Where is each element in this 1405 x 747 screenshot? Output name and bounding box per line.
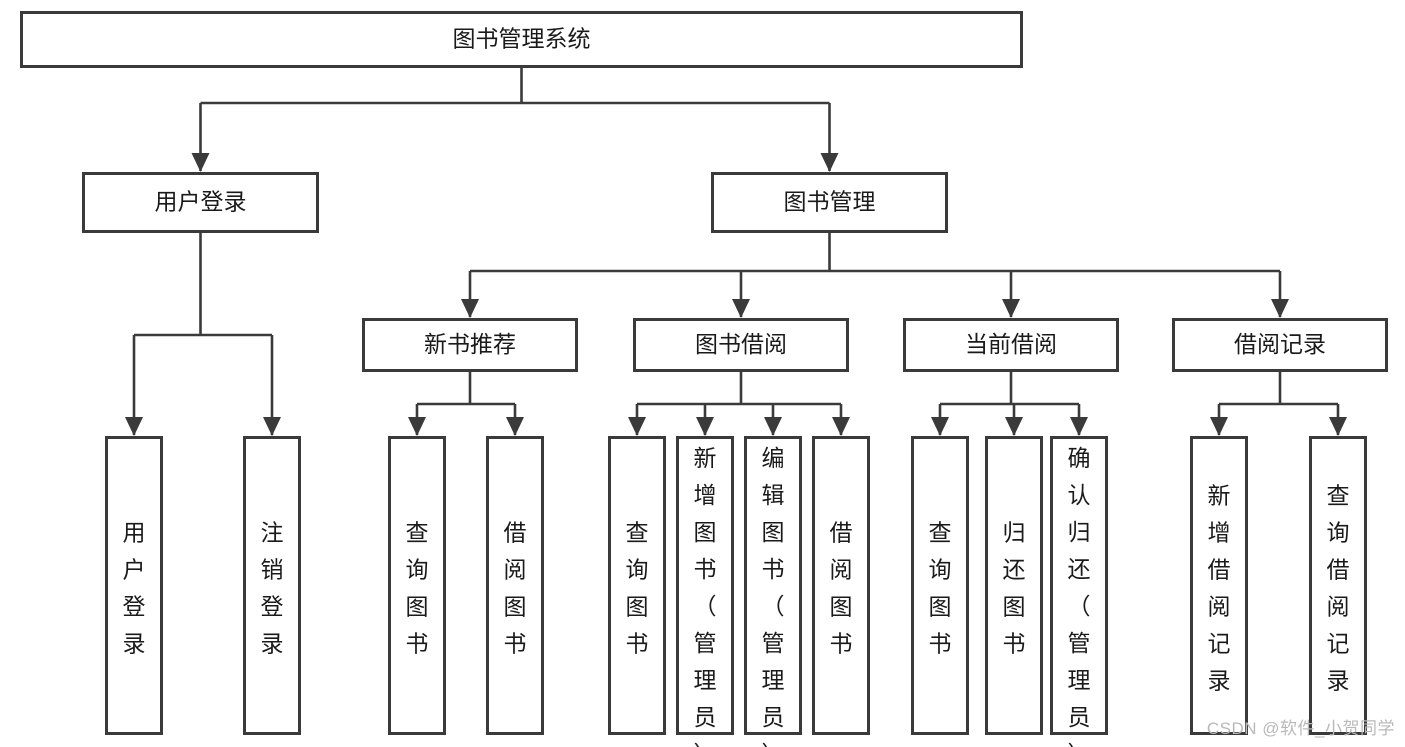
node-leaf-br-add-record[interactable]: 新增借阅记录: [1190, 436, 1248, 735]
node-box-leaf-nb-borrow-book: [486, 436, 544, 735]
node-leaf-bb-add-book[interactable]: 新增图书（管理员）: [676, 436, 734, 747]
node-leaf-bb-query-book[interactable]: 查询图书: [608, 436, 666, 735]
node-label-leaf-cb-confirm-return: 确认归还（管理员）: [1068, 445, 1091, 747]
connector-group-book-manage: [461, 233, 1289, 318]
node-label-leaf-br-query-record: 查询借阅记录: [1327, 482, 1350, 693]
arrow-head-icon: [764, 417, 782, 436]
arrow-head-icon: [628, 417, 646, 436]
arrow-head-icon: [1070, 417, 1088, 436]
node-box-leaf-user-login: [105, 436, 163, 735]
node-label-current-borrow: 当前借阅: [965, 331, 1057, 357]
arrow-head-icon: [125, 417, 143, 436]
arrow-head-icon: [832, 417, 850, 436]
node-label-leaf-bb-query-book: 查询图书: [626, 519, 649, 656]
node-box-current-borrow: [903, 318, 1119, 372]
node-book-manage[interactable]: 图书管理: [711, 172, 948, 233]
arrow-head-icon: [461, 299, 479, 318]
arrow-head-icon: [1271, 299, 1289, 318]
node-box-borrow-record: [1172, 318, 1388, 372]
node-box-book-borrow: [633, 318, 849, 372]
arrow-head-icon: [1005, 417, 1023, 436]
node-box-leaf-br-add-record: [1190, 436, 1248, 735]
node-leaf-nb-borrow-book[interactable]: 借阅图书: [486, 436, 544, 735]
node-label-leaf-br-add-record: 新增借阅记录: [1208, 482, 1231, 693]
connector-group-current-borrow: [931, 372, 1088, 436]
node-label-leaf-cb-query-book: 查询图书: [929, 519, 952, 656]
node-box-leaf-bb-edit-book: [744, 436, 802, 735]
connector-layer: [125, 68, 1347, 436]
connector-group-borrow-record: [1210, 372, 1347, 436]
arrow-head-icon: [1002, 299, 1020, 318]
node-leaf-user-logout[interactable]: 注销登录: [243, 436, 301, 735]
node-leaf-cb-return-book[interactable]: 归还图书: [985, 436, 1043, 735]
arrow-head-icon: [696, 417, 714, 436]
node-box-leaf-bb-query-book: [608, 436, 666, 735]
node-label-root: 图书管理系统: [453, 26, 591, 52]
arrow-head-icon: [931, 417, 949, 436]
node-label-leaf-nb-query-book: 查询图书: [406, 519, 429, 656]
node-user-login[interactable]: 用户登录: [82, 172, 319, 233]
connector-group-new-book-recommend: [408, 372, 524, 436]
node-label-leaf-user-logout: 注销登录: [261, 519, 284, 656]
node-label-book-borrow: 图书借阅: [695, 331, 787, 357]
node-box-root: [20, 11, 1023, 68]
node-box-leaf-cb-query-book: [911, 436, 969, 735]
arrow-head-icon: [732, 299, 750, 318]
node-label-new-book-recommend: 新书推荐: [424, 331, 516, 357]
node-root[interactable]: 图书管理系统: [20, 11, 1023, 68]
node-leaf-cb-query-book[interactable]: 查询图书: [911, 436, 969, 735]
node-box-leaf-bb-borrow-book: [812, 436, 870, 735]
node-box-leaf-user-logout: [243, 436, 301, 735]
node-label-leaf-cb-return-book: 归还图书: [1003, 519, 1026, 656]
node-new-book-recommend[interactable]: 新书推荐: [362, 318, 578, 372]
node-book-borrow[interactable]: 图书借阅: [633, 318, 849, 372]
node-leaf-bb-edit-book[interactable]: 编辑图书（管理员）: [744, 436, 802, 747]
node-leaf-nb-query-book[interactable]: 查询图书: [388, 436, 446, 735]
node-label-borrow-record: 借阅记录: [1234, 331, 1326, 357]
node-box-leaf-cb-return-book: [985, 436, 1043, 735]
node-leaf-cb-confirm-return[interactable]: 确认归还（管理员）: [1050, 436, 1108, 747]
arrow-head-icon: [820, 153, 839, 172]
node-label-leaf-bb-borrow-book: 借阅图书: [830, 519, 853, 656]
node-leaf-bb-borrow-book[interactable]: 借阅图书: [812, 436, 870, 735]
node-leaf-br-query-record[interactable]: 查询借阅记录: [1309, 436, 1367, 735]
node-label-leaf-user-login: 用户登录: [123, 519, 146, 656]
node-label-leaf-bb-edit-book: 编辑图书（管理员）: [762, 445, 785, 747]
node-label-book-manage: 图书管理: [784, 189, 876, 215]
node-box-book-manage: [711, 172, 948, 233]
node-label-leaf-nb-borrow-book: 借阅图书: [504, 519, 527, 656]
connector-group-root: [191, 68, 839, 172]
node-leaf-user-login[interactable]: 用户登录: [105, 436, 163, 735]
node-box-leaf-cb-confirm-return: [1050, 436, 1108, 735]
node-label-leaf-bb-add-book: 新增图书（管理员）: [694, 445, 717, 747]
node-box-user-login: [82, 172, 319, 233]
arrow-head-icon: [408, 417, 426, 436]
arrow-head-icon: [1210, 417, 1228, 436]
node-label-user-login: 用户登录: [155, 189, 247, 215]
node-box-leaf-nb-query-book: [388, 436, 446, 735]
connector-group-user-login: [125, 233, 281, 436]
arrow-head-icon: [1329, 417, 1347, 436]
node-layer: 图书管理系统用户登录图书管理新书推荐图书借阅当前借阅借阅记录用户登录注销登录查询…: [20, 11, 1388, 747]
node-box-leaf-bb-add-book: [676, 436, 734, 735]
node-box-new-book-recommend: [362, 318, 578, 372]
node-borrow-record[interactable]: 借阅记录: [1172, 318, 1388, 372]
arrow-head-icon: [263, 417, 281, 436]
node-current-borrow[interactable]: 当前借阅: [903, 318, 1119, 372]
arrow-head-icon: [191, 153, 210, 172]
node-box-leaf-br-query-record: [1309, 436, 1367, 735]
connector-group-book-borrow: [628, 372, 850, 436]
arrow-head-icon: [506, 417, 524, 436]
